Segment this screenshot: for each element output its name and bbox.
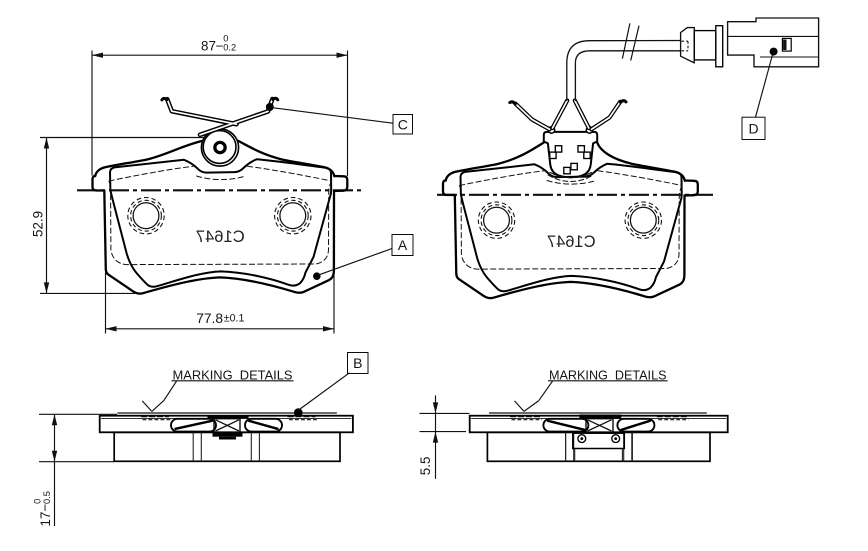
svg-text:MARKING DETAILS: MARKING DETAILS	[173, 367, 293, 382]
svg-text:5.5: 5.5	[418, 457, 433, 476]
svg-text:77.8: 77.8	[196, 311, 223, 326]
svg-text:C1647: C1647	[547, 232, 596, 251]
svg-text:B: B	[353, 355, 362, 371]
svg-text:C1647: C1647	[196, 227, 245, 246]
svg-text:A: A	[398, 237, 408, 253]
svg-text:0: 0	[223, 33, 228, 43]
svg-text:0.2: 0.2	[223, 43, 236, 53]
svg-text:C: C	[398, 116, 408, 132]
svg-text:−: −	[38, 504, 53, 512]
svg-text:MARKING DETAILS: MARKING DETAILS	[549, 367, 667, 382]
svg-text:17: 17	[38, 512, 53, 527]
svg-text:87: 87	[201, 39, 216, 54]
svg-text:0.5: 0.5	[42, 491, 52, 504]
svg-text:−: −	[216, 38, 224, 53]
svg-text:0: 0	[33, 499, 43, 504]
svg-text:D: D	[748, 120, 758, 136]
svg-text:±0.1: ±0.1	[224, 312, 245, 324]
svg-text:52.9: 52.9	[31, 211, 46, 237]
